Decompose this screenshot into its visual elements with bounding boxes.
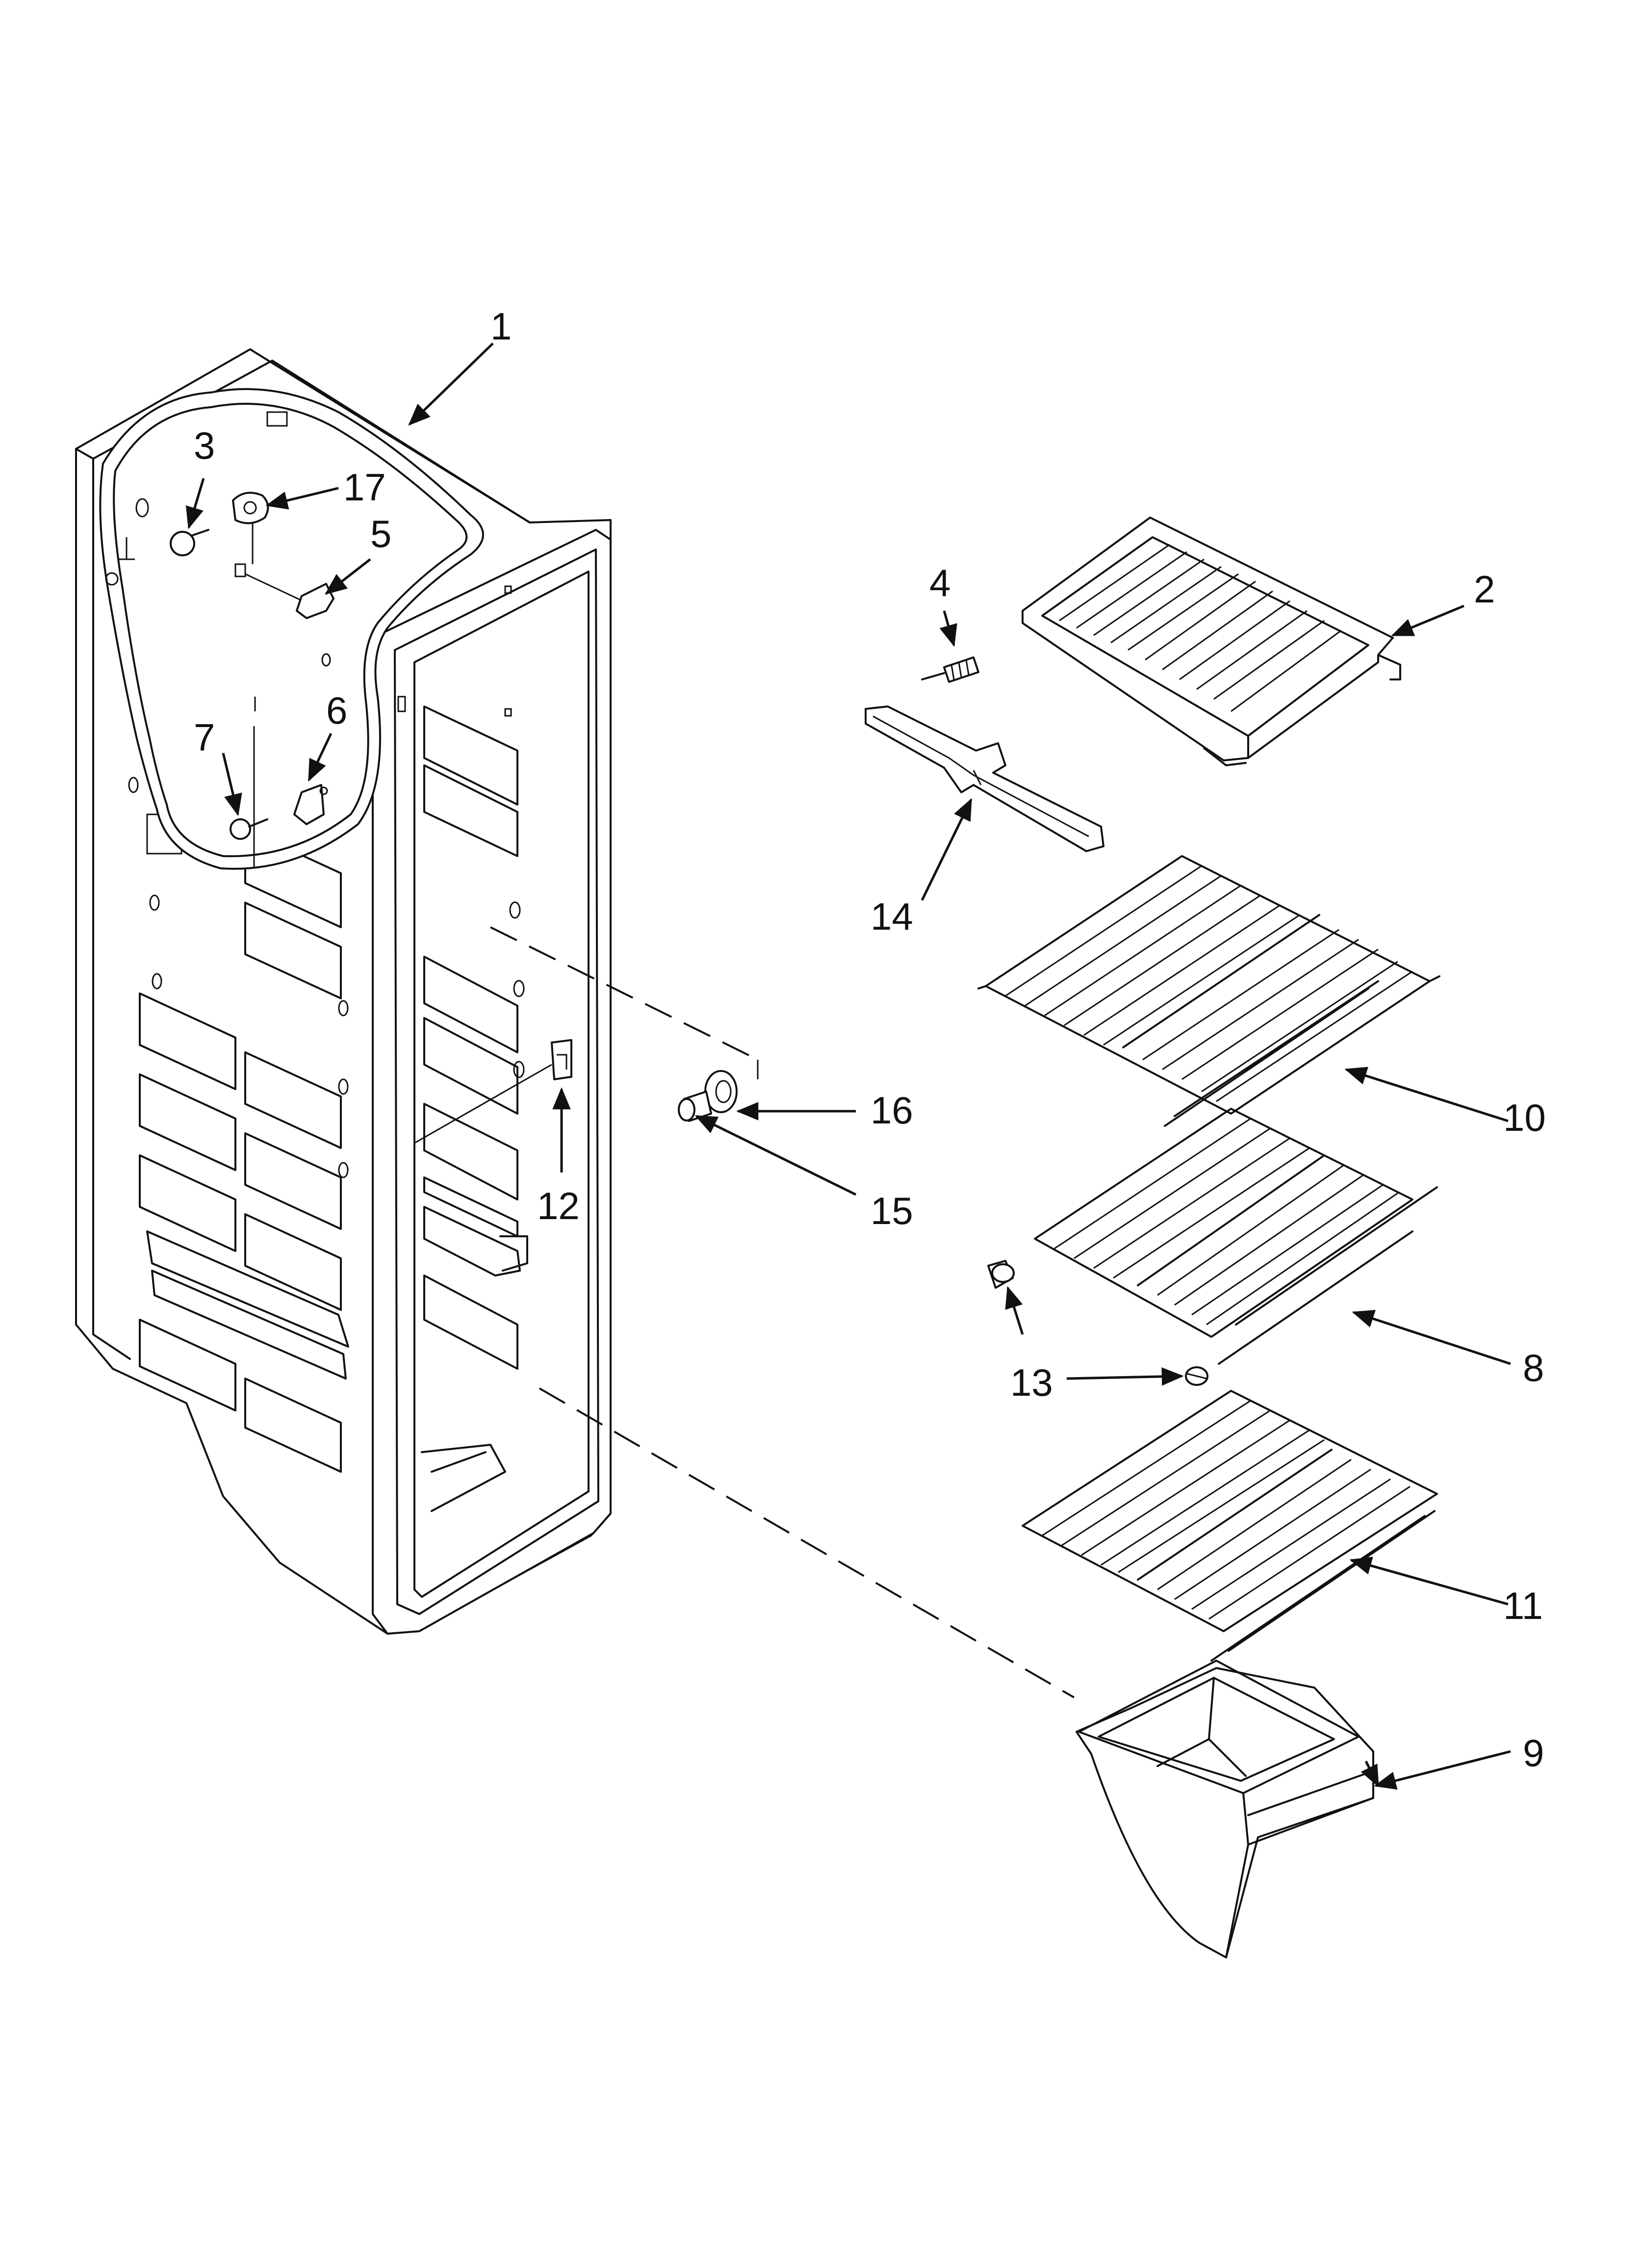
shelf-support-bracket xyxy=(865,705,1104,852)
light-socket xyxy=(232,492,269,524)
top-shelf-slats xyxy=(1059,544,1342,712)
callout-11: 11 xyxy=(1503,1584,1543,1627)
callout-16: 16 xyxy=(871,1089,913,1132)
interior-slots xyxy=(397,585,528,1370)
callout-3: 3 xyxy=(194,424,215,467)
screw-7 xyxy=(230,818,268,840)
wire-shelf-10-bars xyxy=(1005,865,1413,1102)
wire-shelf-11 xyxy=(1022,1390,1438,1662)
leader-lines xyxy=(185,342,1511,1790)
wire-shelf-10 xyxy=(977,855,1440,1127)
top-shelf-frame xyxy=(1022,517,1401,766)
shelf-end-cap-upper xyxy=(987,1260,1015,1289)
callout-8: 8 xyxy=(1523,1346,1544,1389)
bracket-12 xyxy=(551,1039,572,1080)
callout-12: 12 xyxy=(537,1184,580,1227)
callout-7: 7 xyxy=(194,716,215,759)
callout-1: 1 xyxy=(490,305,512,348)
callout-4: 4 xyxy=(929,561,950,604)
callout-13: 13 xyxy=(1010,1361,1053,1404)
callout-2: 2 xyxy=(1474,568,1495,611)
wire-shelf-11-bars xyxy=(1042,1400,1411,1620)
callout-9: 9 xyxy=(1523,1731,1544,1774)
wire-shelf-8 xyxy=(1034,1108,1438,1365)
thermostat-clip xyxy=(293,784,328,825)
shelf-end-cap-lower xyxy=(1185,1366,1208,1386)
callout-15: 15 xyxy=(871,1189,913,1232)
light-bulb xyxy=(170,529,209,556)
screw-4 xyxy=(921,656,979,683)
crisper-bin xyxy=(1076,1660,1374,1958)
callout-14: 14 xyxy=(871,895,913,938)
callout-6: 6 xyxy=(326,689,347,732)
wire-shelf-8-bars xyxy=(1054,1118,1398,1326)
callout-17: 17 xyxy=(343,466,386,509)
callout-labels: 1 2 3 4 5 6 7 8 9 10 11 12 13 14 15 16 1… xyxy=(194,305,1546,1774)
cabinet-liner xyxy=(75,348,612,1635)
screw-15 xyxy=(678,1091,712,1122)
callout-10: 10 xyxy=(1503,1096,1546,1139)
callout-5: 5 xyxy=(370,512,391,555)
alignment-lines xyxy=(414,926,1075,1698)
